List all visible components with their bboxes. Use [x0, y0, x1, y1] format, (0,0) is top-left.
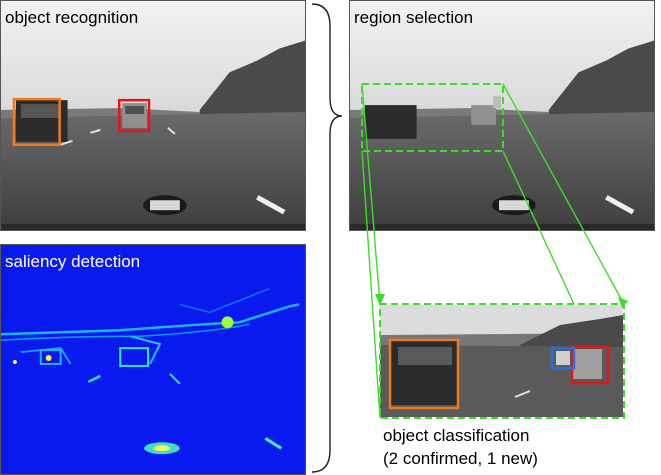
saliency-detection-label: saliency detection: [5, 252, 141, 271]
confirmed-object-box-orange: [12, 97, 61, 146]
caption-line-1: object classification: [383, 426, 530, 445]
confirmed-object-box-red: [117, 98, 151, 133]
saliency-detection-panel: saliency detection: [0, 244, 306, 475]
road-scene-image: [1, 1, 305, 230]
object-recognition-panel: object recognition: [0, 0, 306, 231]
object-recognition-label: object recognition: [5, 8, 139, 27]
caption-line-2: (2 confirmed, 1 new): [383, 449, 538, 468]
region-selection-panel: region selection: [349, 0, 655, 231]
region-selection-label: region selection: [354, 8, 474, 27]
road-scene-image-2: [350, 1, 654, 230]
zoomed-region-image: [380, 305, 623, 417]
object-classification-panel: [380, 305, 623, 417]
object-classification-caption: object classification (2 confirmed, 1 ne…: [383, 424, 538, 470]
saliency-map-image: [1, 245, 305, 474]
grouping-brace: [311, 3, 343, 473]
